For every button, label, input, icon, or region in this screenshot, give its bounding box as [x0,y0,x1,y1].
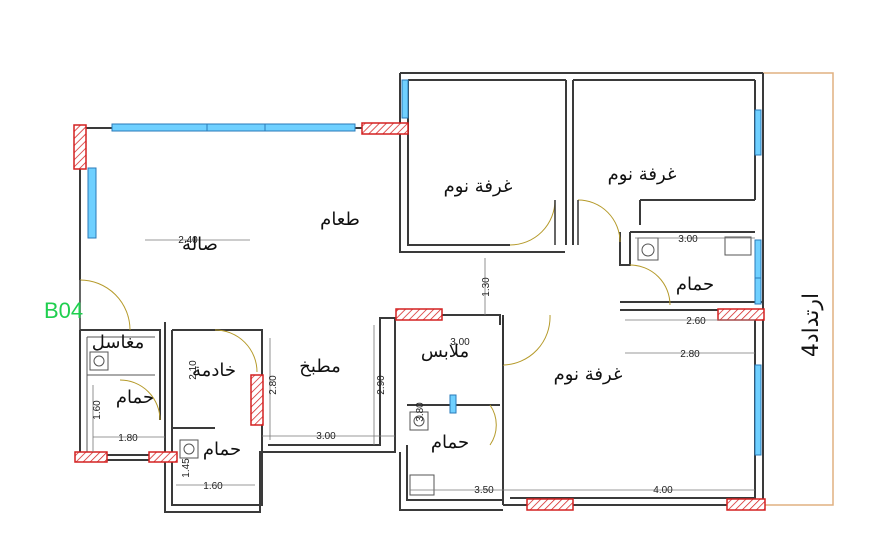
room-bath-bedroom3: حمام [431,432,469,453]
dim-bath-b3-height: 3.80 [415,402,426,422]
outer-walls [79,72,764,510]
room-bedroom-1: غرفة نوم [444,176,513,197]
dim-bottom-35: 3.50 [474,485,494,496]
sink-icon [409,411,429,431]
column [250,374,264,426]
dim-living-width: 2.40 [178,235,198,246]
dim-left-bath-width: 1.80 [118,433,138,444]
dim-maid-bath-width: 1.60 [203,481,223,492]
window-side [87,167,97,239]
sink-icon [89,351,109,371]
setback-strip [762,72,834,506]
room-kitchen: مطبخ [299,356,340,377]
window-bed2 [754,109,762,156]
room-living: صالة [182,234,218,255]
sink-icon [179,439,199,459]
windows [87,79,762,456]
shower-icon [409,474,435,496]
room-bath-master: حمام [676,274,714,295]
column [726,498,766,511]
column [717,308,765,321]
room-dining: طعام [320,209,360,230]
room-bedroom-3: غرفة نوم [554,364,623,385]
dim-maid-width: 2.10 [188,360,199,380]
dim-kitchen-height: 2.90 [376,375,387,395]
dim-maid-height: 2.80 [268,375,279,395]
room-dressing: ملابس [421,341,469,362]
window-top-3 [264,123,356,132]
dimension-lines [92,237,755,491]
toilet-icon [724,236,752,256]
dim-bedroom3-width: 2.80 [680,349,700,360]
room-bath-left: حمام [116,387,154,408]
dim-maid-bath-height: 1.45 [181,458,192,478]
dim-master-bath-width: 3.00 [678,234,698,245]
window-bed3-top [754,277,762,305]
dim-bottom-40: 4.00 [653,485,673,496]
window-top-2 [206,123,266,132]
dim-master-bath-depth: 2.60 [686,316,706,327]
window-b3-bath [449,394,457,414]
column [148,451,178,463]
setback-label: ارتداد4 [799,293,824,357]
column [395,308,443,321]
dim-corridor-height: 1.30 [481,277,492,297]
room-laundry: مغاسل [92,332,145,353]
column [74,451,108,463]
column [73,124,87,170]
column [361,122,409,135]
dim-kitchen-width: 3.00 [316,431,336,442]
room-bath-maid: حمام [203,439,241,460]
dim-dressing-small: 3.00 [450,337,470,348]
columns [73,122,766,511]
dim-left-bath-height: 1.60 [92,400,103,420]
window-bed1 [401,79,409,119]
column [526,498,574,511]
dimension-labels: 2.40 1.30 3.00 2.60 2.80 3.00 3.80 3.50 … [92,234,706,496]
sink-icon [637,237,659,261]
room-labels: طعام صالة غرفة نوم غرفة نوم حمام ملابس غ… [92,164,714,460]
room-maid: خادمة [192,360,236,381]
fixtures [89,236,752,496]
window-bed3 [754,364,762,456]
doors [79,199,671,446]
room-bedroom-2: غرفة نوم [608,164,677,185]
unit-code: B04 [44,298,83,323]
window-top-1 [111,123,208,132]
